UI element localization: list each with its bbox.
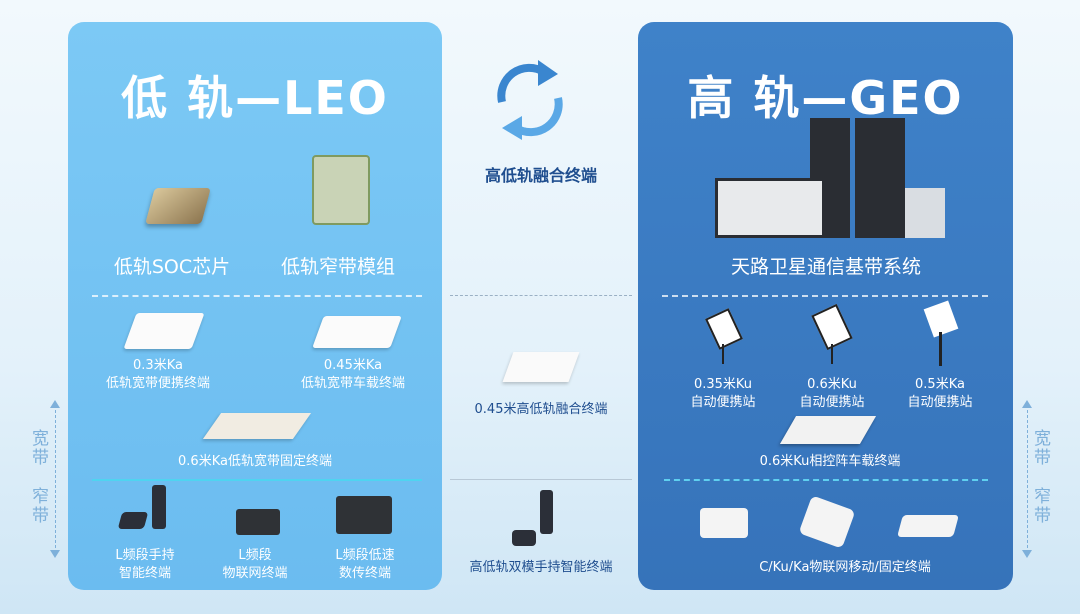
soc-chip-image <box>145 188 211 224</box>
leo-data-terminal-image <box>336 496 392 534</box>
center-top-divider <box>450 295 632 296</box>
ka05-portable-station-image <box>920 300 960 366</box>
ku035-portable-station-image <box>705 308 743 364</box>
left-wideband-label: 宽带 <box>32 429 49 468</box>
ka05-name: 自动便携站 <box>907 395 973 410</box>
geo-iot-terminal-1-image <box>700 508 748 538</box>
leo-iot-terminal-image <box>236 509 280 535</box>
baseband-system-label: 天路卫星通信基带系统 <box>730 256 922 278</box>
geo-title: 高 轨—GEO <box>687 71 964 125</box>
leo-module-label: 低轨窄带模组 <box>280 256 396 278</box>
left-axis-up-arrow-icon <box>50 400 60 408</box>
fusion-terminal-image <box>502 352 580 382</box>
right-axis-down-arrow-icon <box>1022 550 1032 558</box>
fusion-terminal-label: 0.45米高低轨融合终端 <box>474 402 608 417</box>
sync-arrows-icon <box>497 60 563 140</box>
ku06-portable-station-image <box>811 303 853 364</box>
center-band-divider <box>450 479 632 480</box>
leo-top-divider <box>92 295 422 297</box>
phased-array-terminal-image <box>779 416 877 444</box>
left-narrowband-label: 窄带 <box>32 487 49 526</box>
dual-mode-handheld-image <box>540 490 553 534</box>
right-wideband-label: 宽带 <box>1034 429 1051 468</box>
leo-handheld-line1: L频段手持 <box>115 548 175 563</box>
leo-portable-terminal-image <box>123 313 205 349</box>
ka05-size: 0.5米Ka <box>915 377 965 392</box>
center-title: 高低轨融合终端 <box>484 166 598 185</box>
leo-soc-chip-label: 低轨SOC芯片 <box>113 256 231 278</box>
leo-portable-size: 0.3米Ka <box>133 358 183 373</box>
dual-mode-accessory-image <box>512 530 536 546</box>
geo-iot-terminal-label: C/Ku/Ka物联网移动/固定终端 <box>759 560 931 575</box>
right-band-axis <box>1027 405 1028 553</box>
leo-vehicle-size: 0.45米Ka <box>323 358 383 373</box>
leo-portable-name: 低轨宽带便携终端 <box>105 376 211 391</box>
ku06-size: 0.6米Ku <box>807 377 857 392</box>
leo-vehicle-name: 低轨宽带车载终端 <box>300 376 406 391</box>
geo-band-divider <box>664 479 988 481</box>
leo-iot-line1: L频段 <box>238 548 272 563</box>
right-narrowband-label: 窄带 <box>1034 487 1051 526</box>
geo-panel: 高 轨—GEO <box>638 22 1013 590</box>
left-band-axis <box>55 405 56 553</box>
leo-vehicle-terminal-image <box>312 316 402 348</box>
leo-panel: 低 轨—LEO <box>68 22 442 590</box>
leo-handheld-line2: 智能终端 <box>118 566 172 581</box>
leo-fixed-terminal-label: 0.6米Ka低轨宽带固定终端 <box>178 454 332 469</box>
dual-mode-handheld-label: 高低轨双模手持智能终端 <box>469 560 613 575</box>
ku06-name: 自动便携站 <box>799 395 865 410</box>
narrowband-module-image <box>312 155 370 225</box>
geo-iot-terminal-3-image <box>897 515 959 537</box>
leo-handheld-accessory-image <box>117 512 149 529</box>
leo-band-divider <box>92 479 422 481</box>
phased-array-terminal-label: 0.6米Ku相控阵车载终端 <box>759 454 901 469</box>
geo-top-divider <box>662 295 988 297</box>
baseband-system-image <box>715 118 945 240</box>
leo-handheld-terminal-image <box>152 485 166 529</box>
leo-data-line1: L频段低速 <box>335 548 395 563</box>
ku035-size: 0.35米Ku <box>693 377 753 392</box>
right-axis-up-arrow-icon <box>1022 400 1032 408</box>
ku035-name: 自动便携站 <box>690 395 756 410</box>
left-axis-down-arrow-icon <box>50 550 60 558</box>
leo-title: 低 轨—LEO <box>121 71 389 125</box>
leo-fixed-terminal-image <box>202 413 312 439</box>
leo-data-line2: 数传终端 <box>338 566 392 581</box>
leo-iot-line2: 物联网终端 <box>222 566 288 581</box>
